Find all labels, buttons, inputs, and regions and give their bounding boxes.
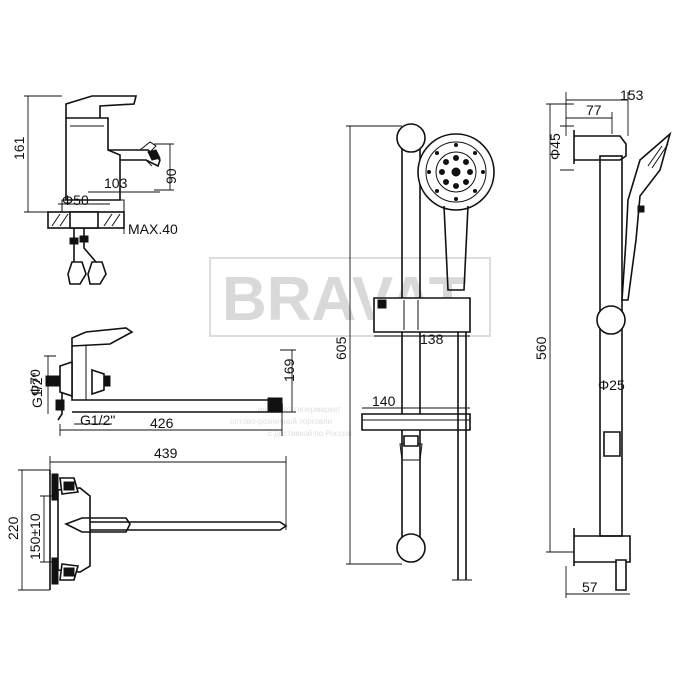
bath-flange-diameter-label: Φ70 xyxy=(27,369,43,396)
shower-bottom-depth-label: 57 xyxy=(582,579,598,595)
watermark-line-3: с доставкой по России xyxy=(268,429,352,438)
basin-reach-label: 103 xyxy=(104,175,128,191)
shower-arm-offset-label: 77 xyxy=(586,102,602,118)
shower-holder-width-label: 138 xyxy=(420,331,444,347)
shower-side-height-label: 560 xyxy=(533,336,549,360)
shower-top-depth-label: 153 xyxy=(620,87,644,103)
shower-rail-diameter-label: Φ25 xyxy=(598,377,625,393)
shower-soap-dish-width-label: 140 xyxy=(372,393,396,409)
bath-center-distance-label: 150±10 xyxy=(27,513,43,560)
watermark-line-2: оптово-розничной торговли xyxy=(230,417,332,426)
watermark-line-1: интернет-гипермаркет xyxy=(258,405,341,414)
basin-base-diameter-label: Φ50 xyxy=(62,192,89,208)
basin-max-deck-label: MAX.40 xyxy=(128,221,178,237)
shower-arm-diameter-label: Φ45 xyxy=(547,133,563,160)
bath-height-label: 169 xyxy=(281,358,297,382)
shower-set-side-drawing: 153 77 Φ45 560 Φ25 57 xyxy=(533,87,672,598)
bath-thread-left-label: G1/2" xyxy=(29,373,45,408)
bath-spout-length-label: 426 xyxy=(150,415,174,431)
bath-thread-bottom-label: G1/2" xyxy=(80,412,115,428)
basin-mixer-drawing: 161 103 90 Φ50 MAX.40 xyxy=(11,95,179,285)
bath-total-height-label: 220 xyxy=(5,516,21,540)
basin-height-label: 161 xyxy=(11,136,27,160)
shower-set-front-drawing: 605 138 140 xyxy=(333,123,495,581)
basin-spout-height-label: 90 xyxy=(163,168,179,184)
bath-mixer-front-drawing: Φ70 G1/2" 169 G1/2" 426 xyxy=(27,327,297,436)
bath-mixer-top-drawing: 220 150±10 439 xyxy=(5,445,288,591)
shower-rail-height-label: 605 xyxy=(333,336,349,360)
bath-total-length-label: 439 xyxy=(154,445,178,461)
